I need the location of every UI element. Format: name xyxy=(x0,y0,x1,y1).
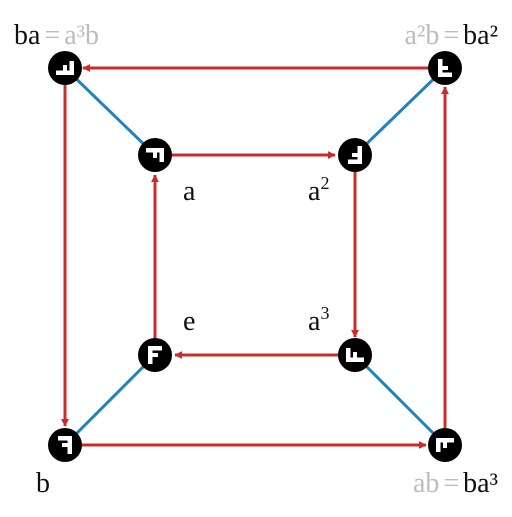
edge-a-ba xyxy=(63,66,157,157)
label-b: b xyxy=(36,468,50,499)
glyph-f-rotated-icon xyxy=(348,146,362,164)
node-e xyxy=(138,338,172,372)
label-e: e xyxy=(183,306,195,337)
node-a2 xyxy=(338,138,372,172)
label-a2: a2 xyxy=(308,173,329,207)
edge-a3-ab xyxy=(353,353,447,447)
glyph-f-rotated-icon xyxy=(346,348,364,362)
glyph-f-mirrored-icon xyxy=(436,438,454,452)
node-ab xyxy=(428,428,462,462)
label-top-left: ba=a³b xyxy=(14,20,99,51)
label-a3: a3 xyxy=(308,303,329,337)
edge-e-b xyxy=(63,353,157,447)
edge-a2-a2b xyxy=(353,66,447,157)
glyph-f-rotated-icon xyxy=(146,148,164,162)
node-a3 xyxy=(338,338,372,372)
node-b xyxy=(48,428,82,462)
red-arrows xyxy=(61,64,449,449)
node-a xyxy=(138,138,172,172)
glyph-f-mirrored-icon xyxy=(56,61,74,75)
glyph-f-icon xyxy=(148,346,162,364)
labels: ba=a³b a²b=ba² ab=ba³ b a a2 a3 e xyxy=(14,20,498,499)
glyph-f-mirrored-icon xyxy=(438,59,452,77)
glyph-f-mirrored-icon xyxy=(58,436,72,454)
node-ba xyxy=(48,51,82,85)
label-a: a xyxy=(183,176,196,207)
label-bottom-right: ab=ba³ xyxy=(413,468,498,499)
label-top-right: a²b=ba² xyxy=(405,20,498,51)
node-a2b xyxy=(428,51,462,85)
nodes xyxy=(48,51,462,462)
blue-edges xyxy=(63,66,447,447)
